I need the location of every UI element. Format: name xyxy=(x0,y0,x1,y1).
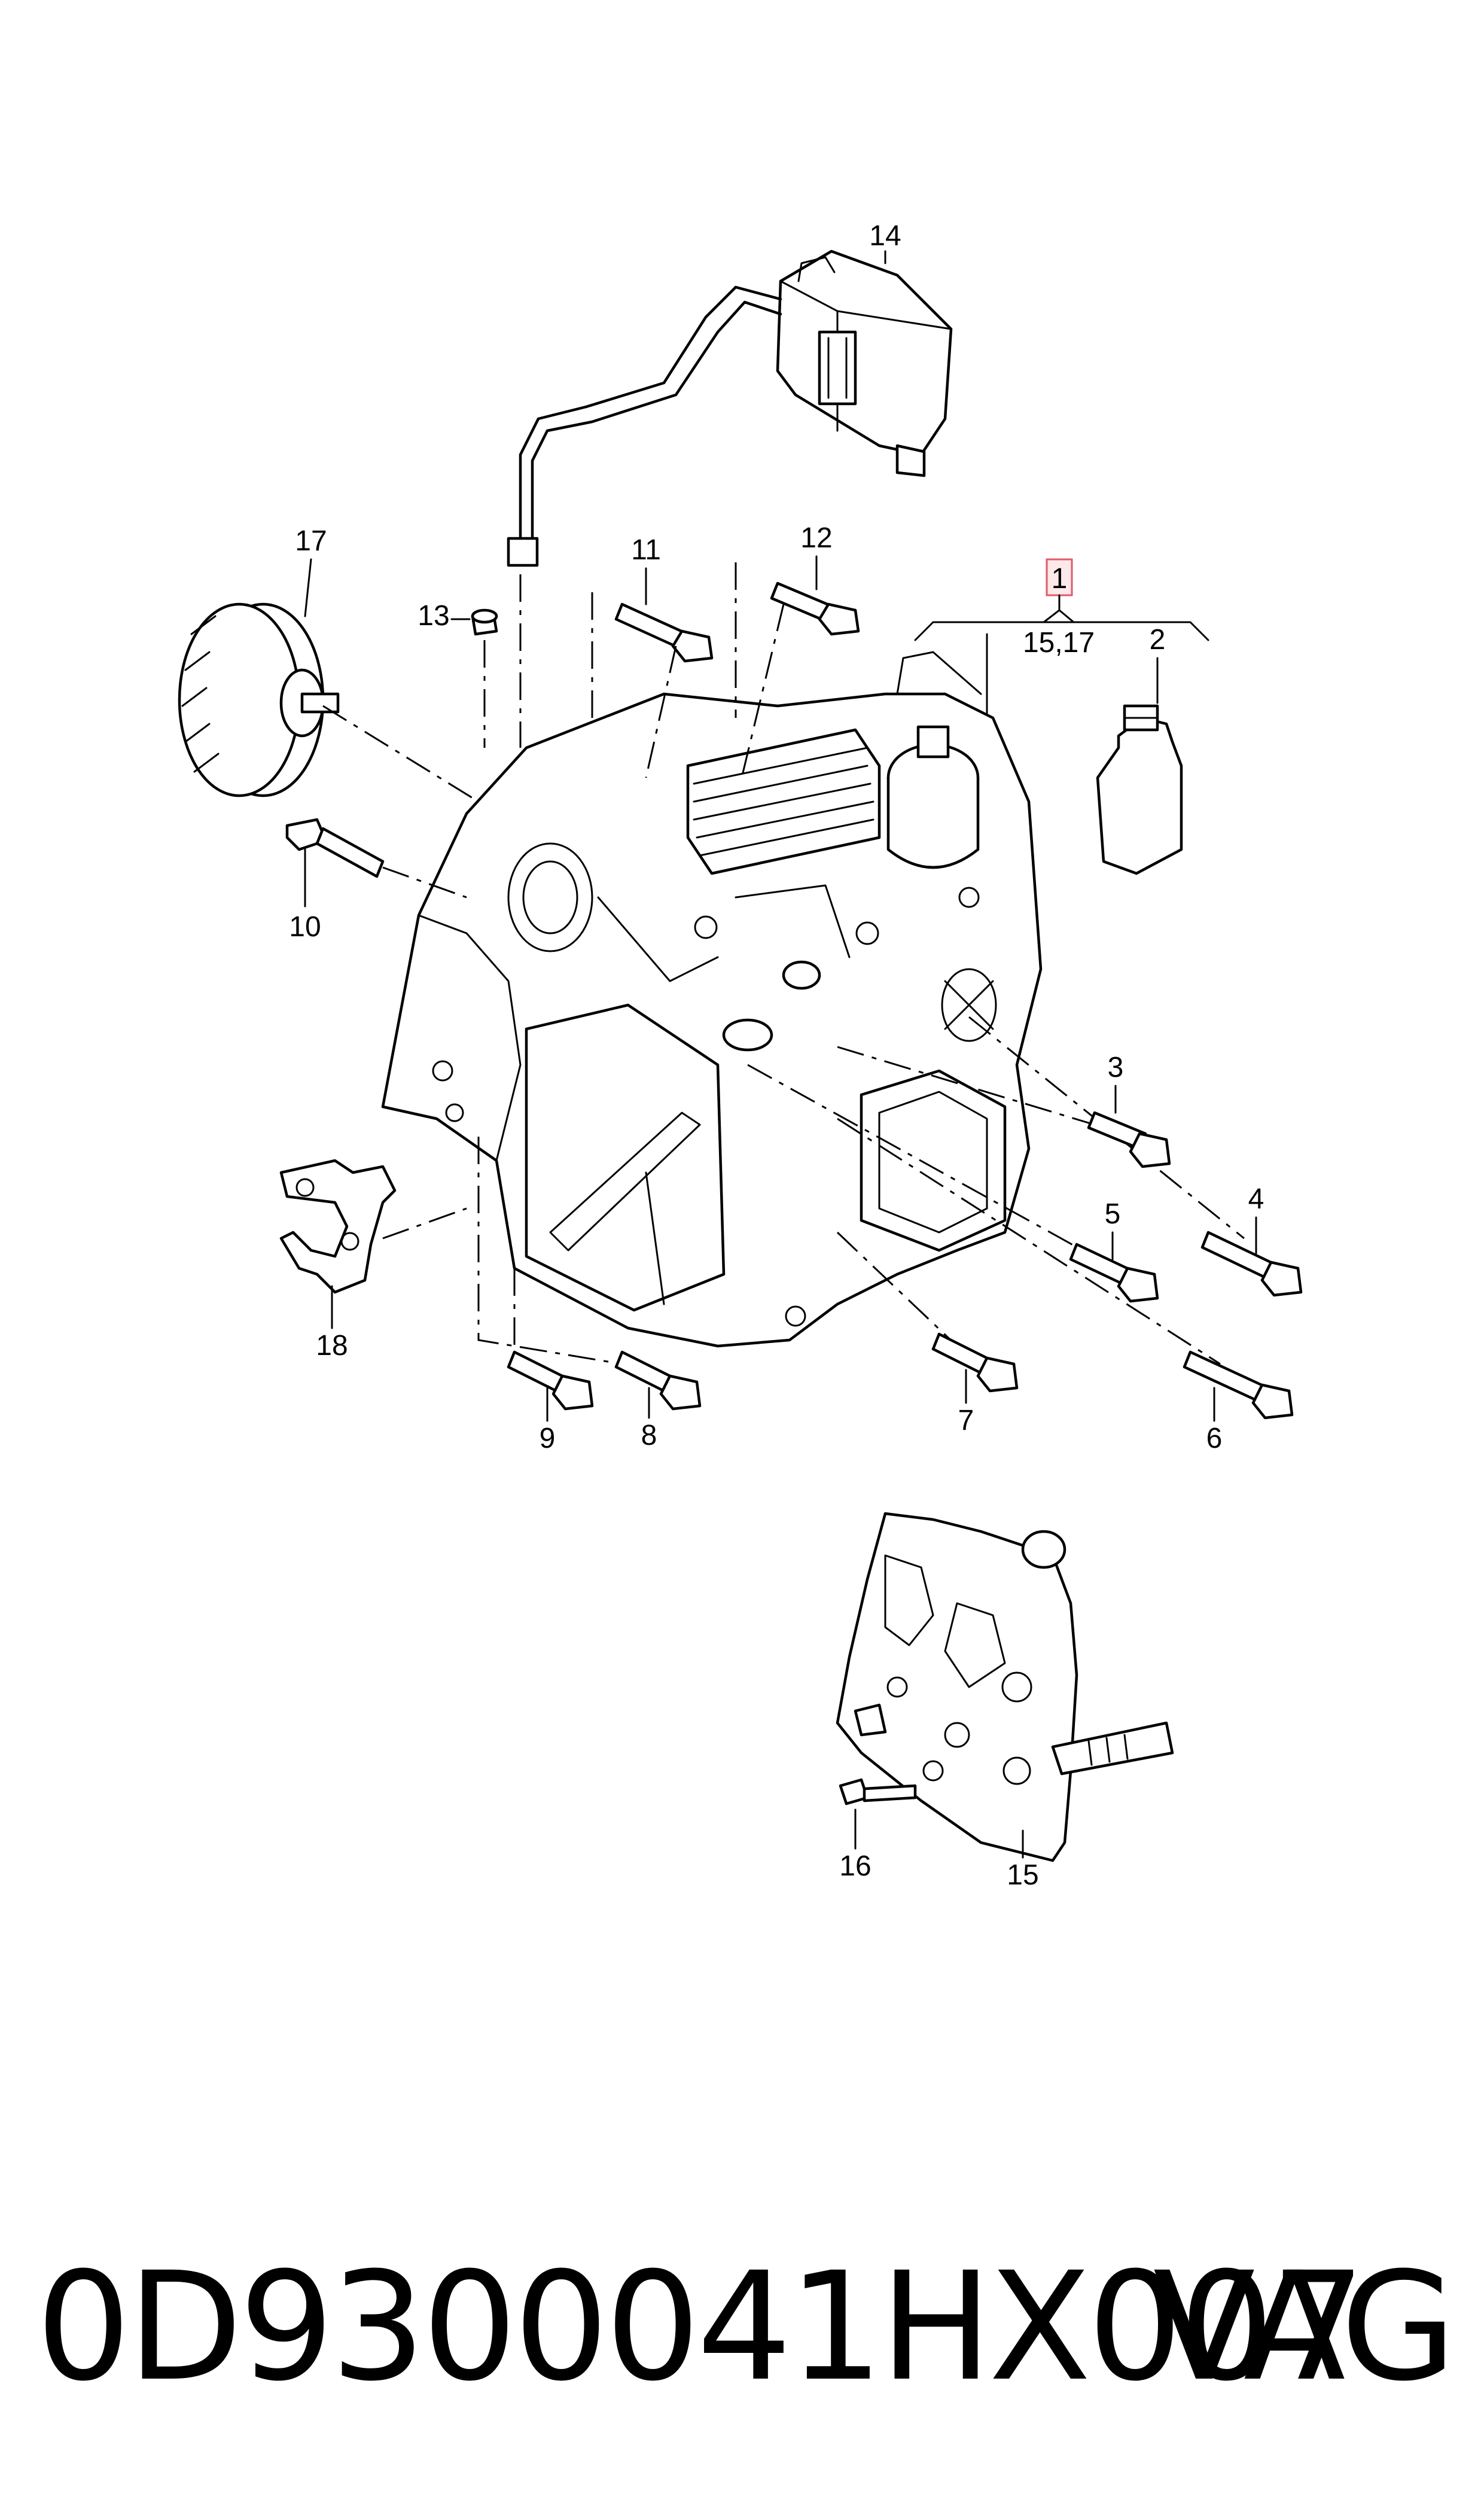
part-14-control-unit[interactable] xyxy=(507,249,953,567)
part-17-dual-clutch[interactable] xyxy=(178,602,340,797)
callout-18: 18 xyxy=(316,1330,348,1362)
gearbox-housing[interactable] xyxy=(381,651,1043,1348)
callout-6: 6 xyxy=(1206,1423,1223,1454)
callout-2: 2 xyxy=(1150,624,1166,656)
callout-10: 10 xyxy=(289,911,321,943)
callout-3: 3 xyxy=(1108,1052,1124,1083)
part-13-plug[interactable] xyxy=(471,608,498,636)
callout-8: 8 xyxy=(641,1420,657,1451)
part-3-bolt[interactable] xyxy=(1087,1111,1171,1168)
part-15-mechatronic-unit[interactable] xyxy=(836,1512,1174,1862)
part-number: 0D9300041HX007 xyxy=(36,2240,1366,2414)
part-18-bracket[interactable] xyxy=(279,1159,397,1294)
part-10-bolt[interactable] xyxy=(285,818,385,878)
part-16-bolt[interactable] xyxy=(839,1778,917,1805)
part-11-bolt[interactable] xyxy=(614,602,714,663)
part-5-bolt[interactable] xyxy=(1069,1243,1159,1303)
part-8-bolt[interactable] xyxy=(614,1350,702,1411)
callout-9: 9 xyxy=(540,1423,556,1454)
callout-1-sub: 15,17 xyxy=(1023,627,1095,659)
callout-11: 11 xyxy=(631,534,661,566)
callout-1: 1 xyxy=(1052,563,1068,595)
leader-lines xyxy=(322,562,1245,1370)
part-2-oil-bottle[interactable] xyxy=(1096,704,1183,875)
highlight-box-1[interactable] xyxy=(1046,558,1073,596)
callout-15: 15 xyxy=(1007,1859,1038,1891)
callout-13: 13 xyxy=(418,600,449,632)
part-12-bolt[interactable] xyxy=(770,581,860,636)
part-4-bolt[interactable] xyxy=(1200,1231,1303,1297)
callout-5: 5 xyxy=(1105,1198,1121,1230)
callout-4: 4 xyxy=(1248,1183,1264,1215)
callout-7: 7 xyxy=(958,1405,974,1436)
callout-17: 17 xyxy=(295,525,327,557)
part-6-bolt[interactable] xyxy=(1183,1350,1294,1420)
callout-12: 12 xyxy=(800,522,832,554)
part-9-bolt[interactable] xyxy=(507,1350,594,1411)
callout-16: 16 xyxy=(839,1850,871,1882)
part-7-bolt[interactable] xyxy=(931,1332,1019,1393)
callout-14: 14 xyxy=(869,220,901,252)
footer: 0D9300041HX007 VAG xyxy=(0,2249,1484,2405)
brand-label: VAG xyxy=(1153,2240,1456,2414)
